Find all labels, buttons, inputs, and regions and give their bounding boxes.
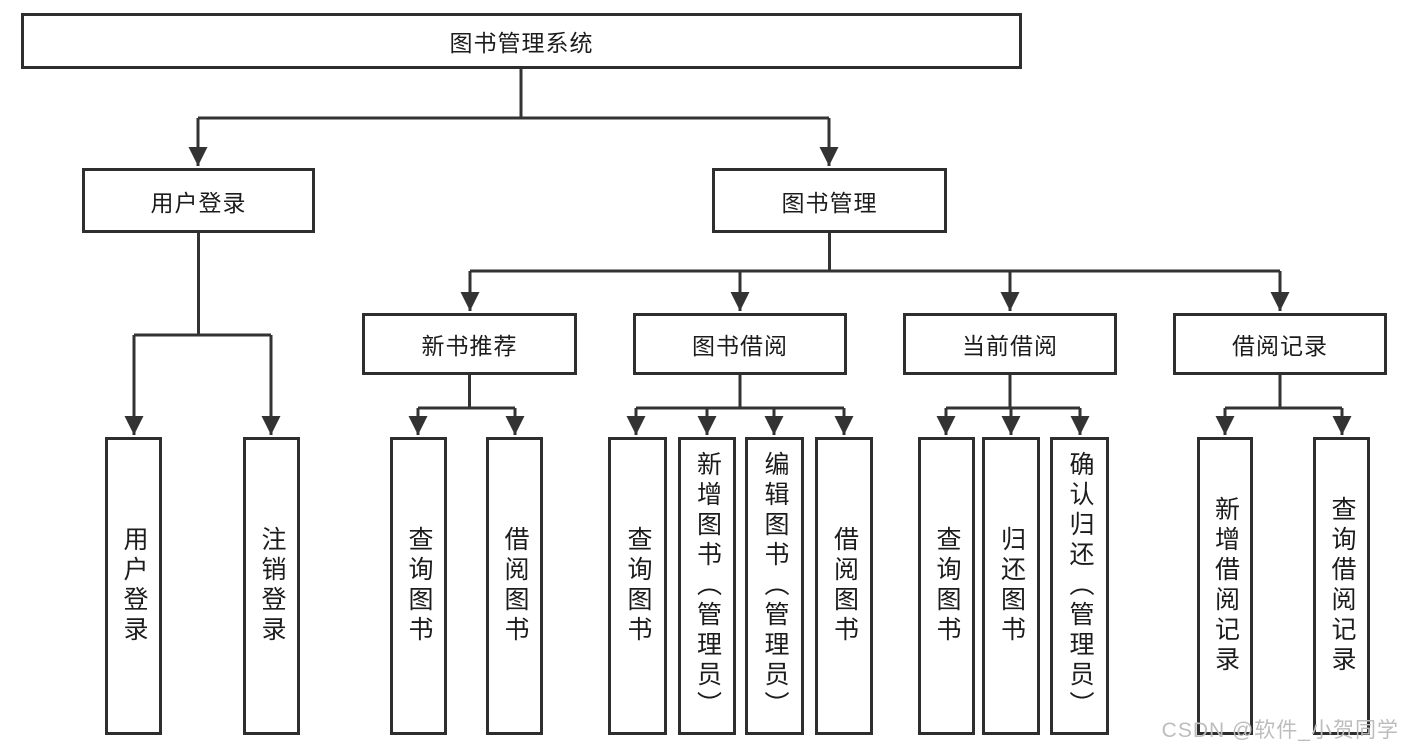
leaf-label: 注销登录 xyxy=(258,526,286,646)
leaf-borrow-books-recommend: 借阅图书 xyxy=(486,437,543,735)
node-borrow-records: 借阅记录 xyxy=(1173,313,1387,375)
leaf-label: 借阅图书 xyxy=(830,526,859,646)
node-label: 借阅记录 xyxy=(1232,333,1328,359)
leaf-label: 查询图书 xyxy=(624,526,652,646)
leaf-query-books-borrow: 查询图书 xyxy=(608,437,667,735)
node-book-management: 图书管理 xyxy=(712,168,947,233)
leaf-label: 新增图书（管理员） xyxy=(693,451,722,721)
leaf-add-borrow-record: 新增借阅记录 xyxy=(1197,437,1253,735)
csdn-watermark: CSDN @软件_小贺同学 xyxy=(1161,719,1399,742)
node-user-login: 用户登录 xyxy=(82,168,315,233)
node-new-book-recommend: 新书推荐 xyxy=(362,313,577,375)
node-label: 当前借阅 xyxy=(962,333,1058,359)
leaf-query-books-current: 查询图书 xyxy=(918,437,975,735)
node-label: 图书管理系统 xyxy=(449,30,594,56)
leaf-label: 归还图书 xyxy=(997,526,1026,646)
leaf-label: 用户登录 xyxy=(120,526,148,646)
node-book-borrow: 图书借阅 xyxy=(633,313,847,375)
leaf-confirm-return-admin: 确认归还（管理员） xyxy=(1050,437,1109,735)
leaf-return-books: 归还图书 xyxy=(982,437,1040,735)
leaf-label: 编辑图书（管理员） xyxy=(761,451,789,721)
node-label: 新书推荐 xyxy=(421,333,518,359)
node-label: 图书借阅 xyxy=(692,333,788,359)
leaf-user-login: 用户登录 xyxy=(105,437,162,735)
leaf-label: 借阅图书 xyxy=(501,526,529,646)
leaf-label: 查询图书 xyxy=(405,526,433,646)
node-label: 图书管理 xyxy=(781,189,878,216)
leaf-query-borrow-record: 查询借阅记录 xyxy=(1313,437,1370,735)
leaf-label: 确认归还（管理员） xyxy=(1066,451,1094,721)
leaf-label: 查询图书 xyxy=(933,526,961,646)
leaf-label: 新增借阅记录 xyxy=(1211,496,1240,676)
leaf-label: 查询借阅记录 xyxy=(1328,496,1356,676)
leaf-query-books-recommend: 查询图书 xyxy=(390,437,447,735)
leaf-edit-book-admin: 编辑图书（管理员） xyxy=(745,437,804,735)
node-library-management-system: 图书管理系统 xyxy=(21,13,1022,69)
leaf-add-book-admin: 新增图书（管理员） xyxy=(678,437,736,735)
leaf-logout: 注销登录 xyxy=(243,437,300,735)
node-current-borrow: 当前借阅 xyxy=(903,313,1117,375)
leaf-borrow-books: 借阅图书 xyxy=(815,437,873,735)
node-label: 用户登录 xyxy=(150,189,247,216)
